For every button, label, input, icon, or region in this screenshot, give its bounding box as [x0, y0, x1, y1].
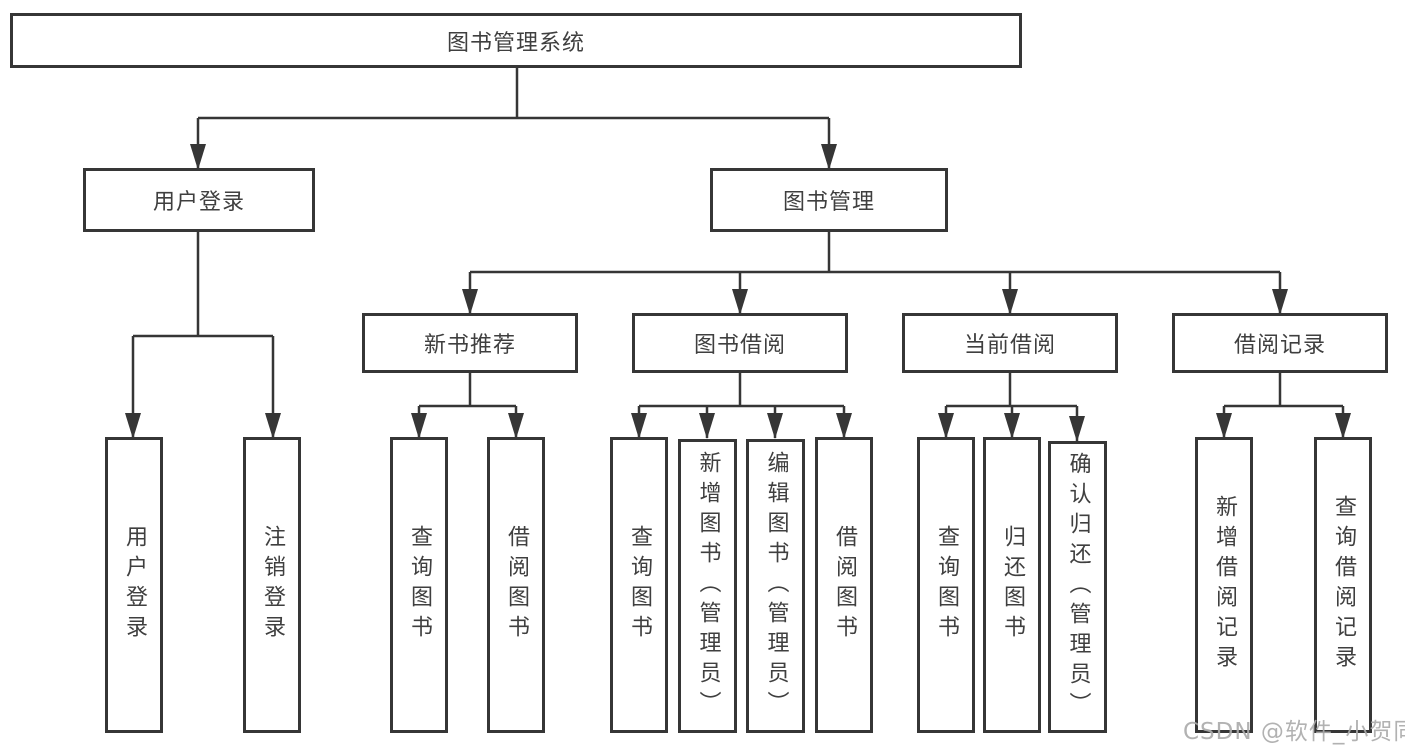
node-label: 借阅记录: [1233, 333, 1326, 358]
node-library-management-system: 图书管理系统: [10, 13, 1022, 68]
node-leaf-query-borrow-record: 查询借阅记录: [1314, 437, 1372, 733]
node-label: 借阅图书: [504, 525, 529, 645]
node-label: 新增图书（管理员）: [695, 451, 721, 721]
node-label: 新书推荐: [423, 333, 516, 358]
node-label: 归还图书: [1000, 525, 1025, 645]
node-label: 用户登录: [152, 190, 245, 215]
node-leaf-add-borrow-record: 新增借阅记录: [1195, 437, 1253, 733]
node-leaf-borrow-books-borrow: 借阅图书: [815, 437, 873, 733]
node-leaf-edit-book-admin: 编辑图书（管理员）: [746, 439, 805, 733]
node-label: 查询图书: [407, 525, 432, 645]
node-label: 查询图书: [934, 525, 959, 645]
node-label: 用户登录: [122, 525, 147, 645]
node-leaf-user-login: 用户登录: [105, 437, 163, 733]
node-label: 图书借阅: [693, 333, 786, 358]
node-label: 图书管理系统: [446, 30, 585, 56]
node-leaf-logout: 注销登录: [243, 437, 301, 733]
node-label: 当前借阅: [963, 333, 1056, 358]
node-book-borrowing: 图书借阅: [632, 313, 848, 373]
node-leaf-query-books-borrow: 查询图书: [610, 437, 668, 733]
node-leaf-borrow-books-recommend: 借阅图书: [487, 437, 545, 733]
node-user-login: 用户登录: [83, 168, 315, 232]
node-leaf-add-book-admin: 新增图书（管理员）: [678, 439, 737, 733]
node-label: 编辑图书（管理员）: [763, 451, 789, 721]
node-leaf-confirm-return-admin: 确认归还（管理员）: [1048, 441, 1107, 733]
node-leaf-query-books-recommend: 查询图书: [390, 437, 448, 733]
node-label: 查询图书: [627, 525, 652, 645]
node-new-book-recommendation: 新书推荐: [362, 313, 578, 373]
node-current-borrowing: 当前借阅: [902, 313, 1118, 373]
node-label: 新增借阅记录: [1212, 495, 1237, 675]
node-leaf-query-books-current: 查询图书: [917, 437, 975, 733]
node-label: 确认归还（管理员）: [1065, 452, 1091, 722]
csdn-watermark: CSDN @软件_小贺同学: [1183, 719, 1405, 745]
node-label: 查询借阅记录: [1331, 495, 1356, 675]
node-leaf-return-book: 归还图书: [983, 437, 1041, 733]
node-label: 注销登录: [260, 525, 285, 645]
node-label: 图书管理: [782, 190, 875, 215]
node-book-management: 图书管理: [710, 168, 948, 232]
node-borrowing-records: 借阅记录: [1172, 313, 1388, 373]
connectors: [125, 68, 1351, 442]
node-label: 借阅图书: [832, 525, 857, 645]
